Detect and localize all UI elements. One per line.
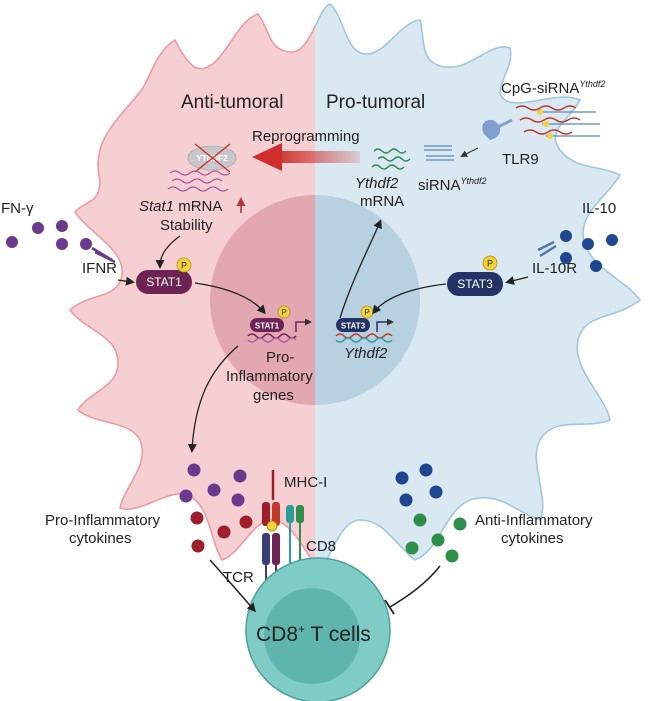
nucleus: [210, 195, 420, 405]
nuclear-stat1-complex: STAT1 P: [247, 305, 312, 343]
stat1-box: STAT1 P: [136, 257, 192, 294]
pro-genes-line2: Inflammatory: [226, 368, 313, 385]
reprogramming-label: Reprogramming: [252, 128, 360, 145]
mhc-label: MHC-I: [284, 474, 327, 491]
pro-cytokines-activate-arrow: [209, 559, 256, 613]
cpg-sirna-label: CpG-siRNAYthdf2: [501, 79, 605, 97]
pro-cytokines-line2: cytokines: [69, 530, 132, 547]
ythdf2-gene-to-mrna-arrow: [339, 219, 382, 319]
nucleus-to-cytokines-arrow: [187, 345, 239, 453]
stat1-phospho-badge: [176, 257, 192, 273]
ifnr-label: IFNR: [82, 260, 117, 277]
ythdf2-mrna-gene: Ythdf2: [355, 175, 399, 192]
stat1-label: STAT1: [146, 275, 182, 289]
ythdf2-protein-icon: YTHDF2: [187, 143, 237, 173]
svg-text:P: P: [281, 308, 286, 317]
stat1-mrna-icon: [167, 170, 231, 192]
nuclear-stat1-label: STAT1: [255, 322, 280, 331]
pro-genes-line3: genes: [253, 387, 294, 404]
stat3-phospho-badge: [482, 255, 498, 271]
stat1-mrna-label: Stat1 mRNA: [139, 198, 222, 215]
ythdf2-mrna-icon: [371, 148, 411, 170]
stat3-box: STAT3 P: [447, 255, 503, 296]
anti-cytokines-line2: cytokines: [501, 530, 564, 547]
il10-cytokines: [560, 230, 618, 272]
il10-label: IL-10: [582, 200, 616, 217]
ifnr-to-stat1-arrow: [117, 276, 135, 286]
t-cell-label: CD8+ T cells: [256, 622, 371, 646]
svg-text:P: P: [487, 259, 493, 269]
pro-inflammatory-cytokines: [179, 463, 253, 553]
il10r-receptor-icon: [537, 240, 557, 258]
cd8-label: CD8: [306, 538, 336, 555]
stat1-to-nucleus-arrow: [194, 282, 266, 315]
nuclear-stat3-label: STAT3: [341, 322, 366, 331]
stat3-to-nucleus-arrow: [372, 283, 447, 315]
svg-text:P: P: [364, 308, 369, 317]
fn-gamma-cytokines: [6, 220, 92, 250]
stat1-stability-label: Stability: [160, 217, 213, 234]
il10r-to-stat3-arrow: [505, 276, 529, 285]
pro-tumoral-label: Pro-tumoral: [326, 92, 425, 113]
nuclear-stat3-complex: STAT3 P: [335, 305, 394, 343]
ifnr-receptor-icon: [91, 246, 116, 264]
sirna-label: siRNAYthdf2: [418, 176, 487, 194]
cpg-sirna-icon: [515, 105, 600, 139]
ythdf2-gene-label: Ythdf2: [344, 345, 388, 362]
pro-genes-line1: Pro-: [266, 349, 294, 366]
svg-text:P: P: [181, 261, 187, 271]
reprogramming-arrow: [252, 143, 360, 171]
ythdf2-mrna-label: mRNA: [360, 193, 404, 210]
anti-inflammatory-cytokines: [395, 463, 467, 563]
sirna-icon: [424, 145, 454, 161]
tcr-label: TCR: [223, 569, 254, 586]
anti-cytokines-inhibit-arrow: [384, 565, 441, 615]
tlr9-label: TLR9: [502, 151, 539, 168]
stat3-label: STAT3: [457, 277, 493, 291]
cd8-t-cell: [245, 557, 391, 701]
stat1-mrna-to-stat1-arrow: [155, 235, 181, 269]
mhc-i-molecule: [262, 502, 280, 532]
pro-cytokines-line1: Pro-Inflammatory: [45, 512, 161, 529]
il10r-label: IL-10R: [532, 260, 577, 277]
fn-gamma-label: FN-γ: [1, 200, 34, 217]
anti-cytokines-line1: Anti-Inflammatory: [475, 512, 593, 529]
tlr9-receptor-icon: [482, 118, 513, 140]
anti-tumoral-label: Anti-tumoral: [181, 92, 283, 113]
sirna-uptake-arrow: [460, 147, 479, 157]
